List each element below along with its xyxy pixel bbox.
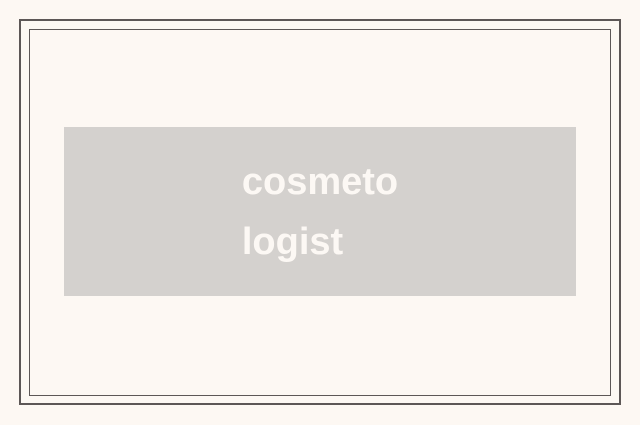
word-line-1: cosmeto: [241, 160, 399, 203]
word-card: cosmeto logist: [64, 127, 576, 296]
outer-frame: [19, 19, 621, 405]
inner-frame: [29, 29, 611, 396]
word-line-2: logist: [241, 220, 344, 263]
word-block: cosmeto logist: [242, 152, 398, 272]
